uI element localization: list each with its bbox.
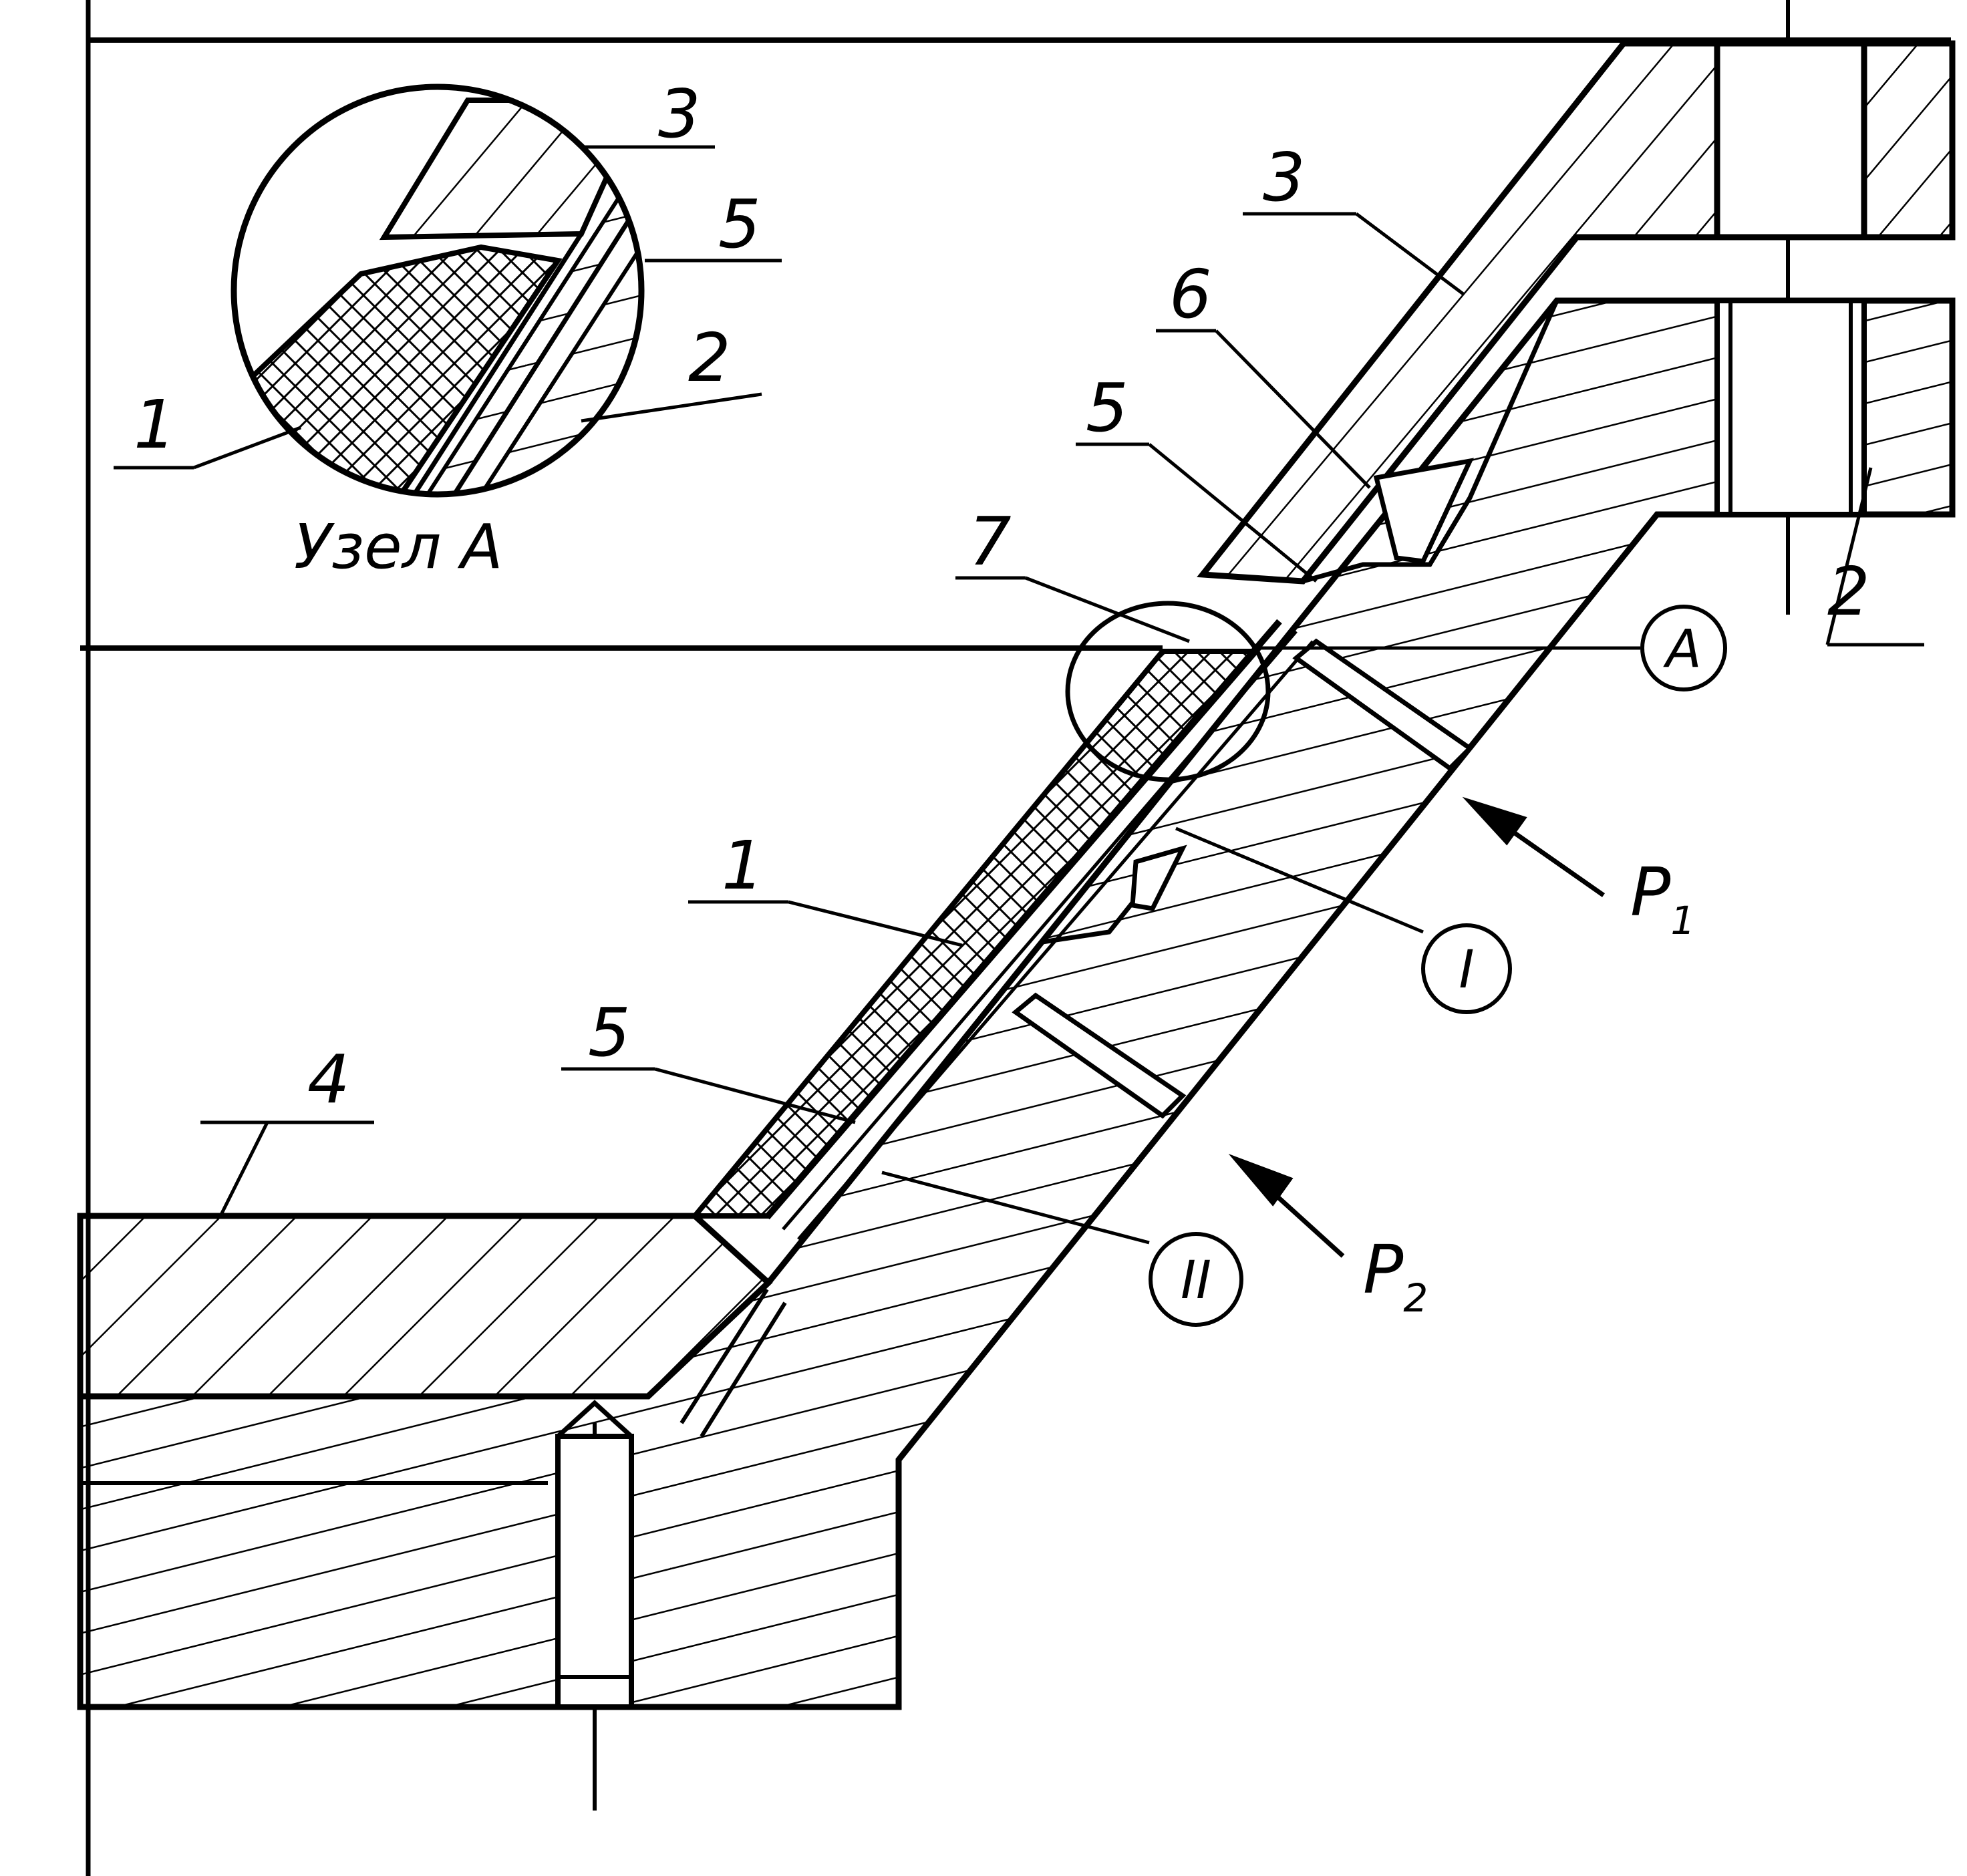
callout-label-ii: II bbox=[1181, 1251, 1211, 1311]
callout-circle-i bbox=[1421, 923, 1512, 1014]
part-label-1: 1 bbox=[722, 826, 764, 905]
part-4-flange bbox=[77, 1213, 773, 1400]
part-label-2: 2 bbox=[1827, 553, 1870, 631]
callout-circles bbox=[1149, 605, 1727, 1327]
labels: 3 5 2 1 Узел A 3 6 5 7 1 5 4 2 A I II P1… bbox=[134, 75, 1870, 1321]
part-label-5-upper: 5 bbox=[1086, 369, 1128, 447]
callout-circle-ii bbox=[1149, 1232, 1243, 1327]
node-a-circle bbox=[1065, 601, 1271, 782]
part-label-3: 3 bbox=[1263, 138, 1306, 216]
leader-lines bbox=[114, 145, 1924, 1245]
callout-label-a: A bbox=[1662, 619, 1701, 679]
part-label-6: 6 bbox=[1169, 255, 1212, 333]
detail-label-2: 2 bbox=[688, 319, 731, 397]
force-letter-p2: P bbox=[1363, 1231, 1404, 1309]
callout-circle-a bbox=[1640, 605, 1727, 691]
part-label-5-lower: 5 bbox=[588, 993, 631, 1072]
part-2-body bbox=[77, 297, 1956, 1710]
detail-label-3: 3 bbox=[658, 75, 701, 153]
detail-label-5: 5 bbox=[718, 185, 761, 263]
force-index-p1: 1 bbox=[1670, 898, 1695, 943]
part-label-7: 7 bbox=[969, 502, 1012, 581]
detail-caption: Узел A bbox=[294, 511, 503, 583]
detail-label-1: 1 bbox=[134, 385, 176, 464]
seal-strips bbox=[679, 299, 1559, 1438]
force-index-p2: 2 bbox=[1403, 1275, 1428, 1321]
force-arrows bbox=[1228, 796, 1606, 1258]
bolt-holes bbox=[555, 298, 1867, 1710]
callout-label-i: I bbox=[1459, 940, 1474, 1000]
force-letter-p1: P bbox=[1630, 853, 1671, 931]
channels bbox=[1012, 638, 1474, 1119]
force-label-p1: P1 bbox=[1630, 853, 1695, 943]
part-label-4: 4 bbox=[307, 1040, 350, 1118]
force-label-p2: P2 bbox=[1363, 1231, 1428, 1321]
